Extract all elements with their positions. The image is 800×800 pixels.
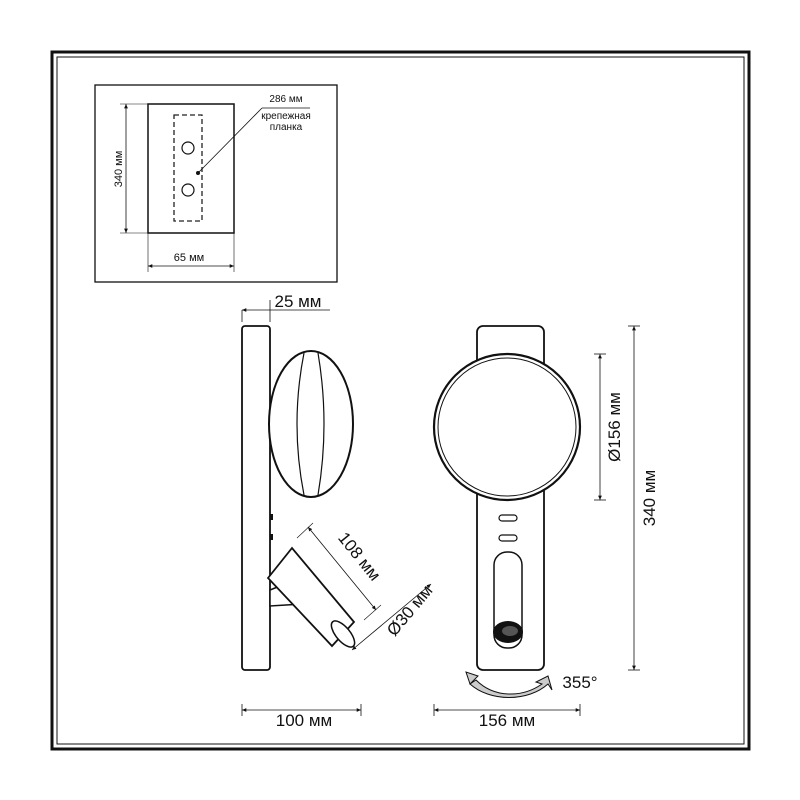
inset-panel: 340 мм 65 мм 286 мм крепежная планка [94,84,338,283]
screw-hole-bottom [181,183,195,197]
front-view: 355° Ø156 мм 340 мм 156 мм [432,325,659,730]
front-disc-diameter-label: Ø156 мм [605,392,624,462]
spot-head [493,621,523,643]
inner-frame [56,56,745,745]
side-view: 25 мм 108 мм Ø30 мм 100 мм [241,292,436,730]
side-depth-label: 25 мм [274,292,321,311]
inset-mount-note-line2: планка [270,122,303,133]
inset-mount-note-line1: крепежная [261,111,311,122]
side-spotlight [266,546,356,648]
inset-mount-depth-label: 286 мм [269,94,302,105]
front-total-height-label: 340 мм [640,470,659,526]
side-wall-plate [241,325,271,671]
inset-height-label: 340 мм [113,151,125,188]
front-width-label: 156 мм [479,711,535,730]
side-projection-label: 100 мм [276,711,332,730]
side-spot-diameter-label: Ø30 мм [383,581,436,639]
front-disc [432,352,582,502]
mount-plate [147,103,235,234]
rotation-arrow-icon [465,671,553,698]
switch-top [498,514,518,522]
side-disc [268,350,354,498]
screw-hole-top [181,141,195,155]
switch-bottom [498,534,518,542]
inset-width-label: 65 мм [174,252,204,264]
rotation-label: 355° [562,673,597,692]
mount-bar-dashed [173,114,203,222]
side-spot-length-label: 108 мм [334,529,384,585]
outer-frame [50,50,751,751]
